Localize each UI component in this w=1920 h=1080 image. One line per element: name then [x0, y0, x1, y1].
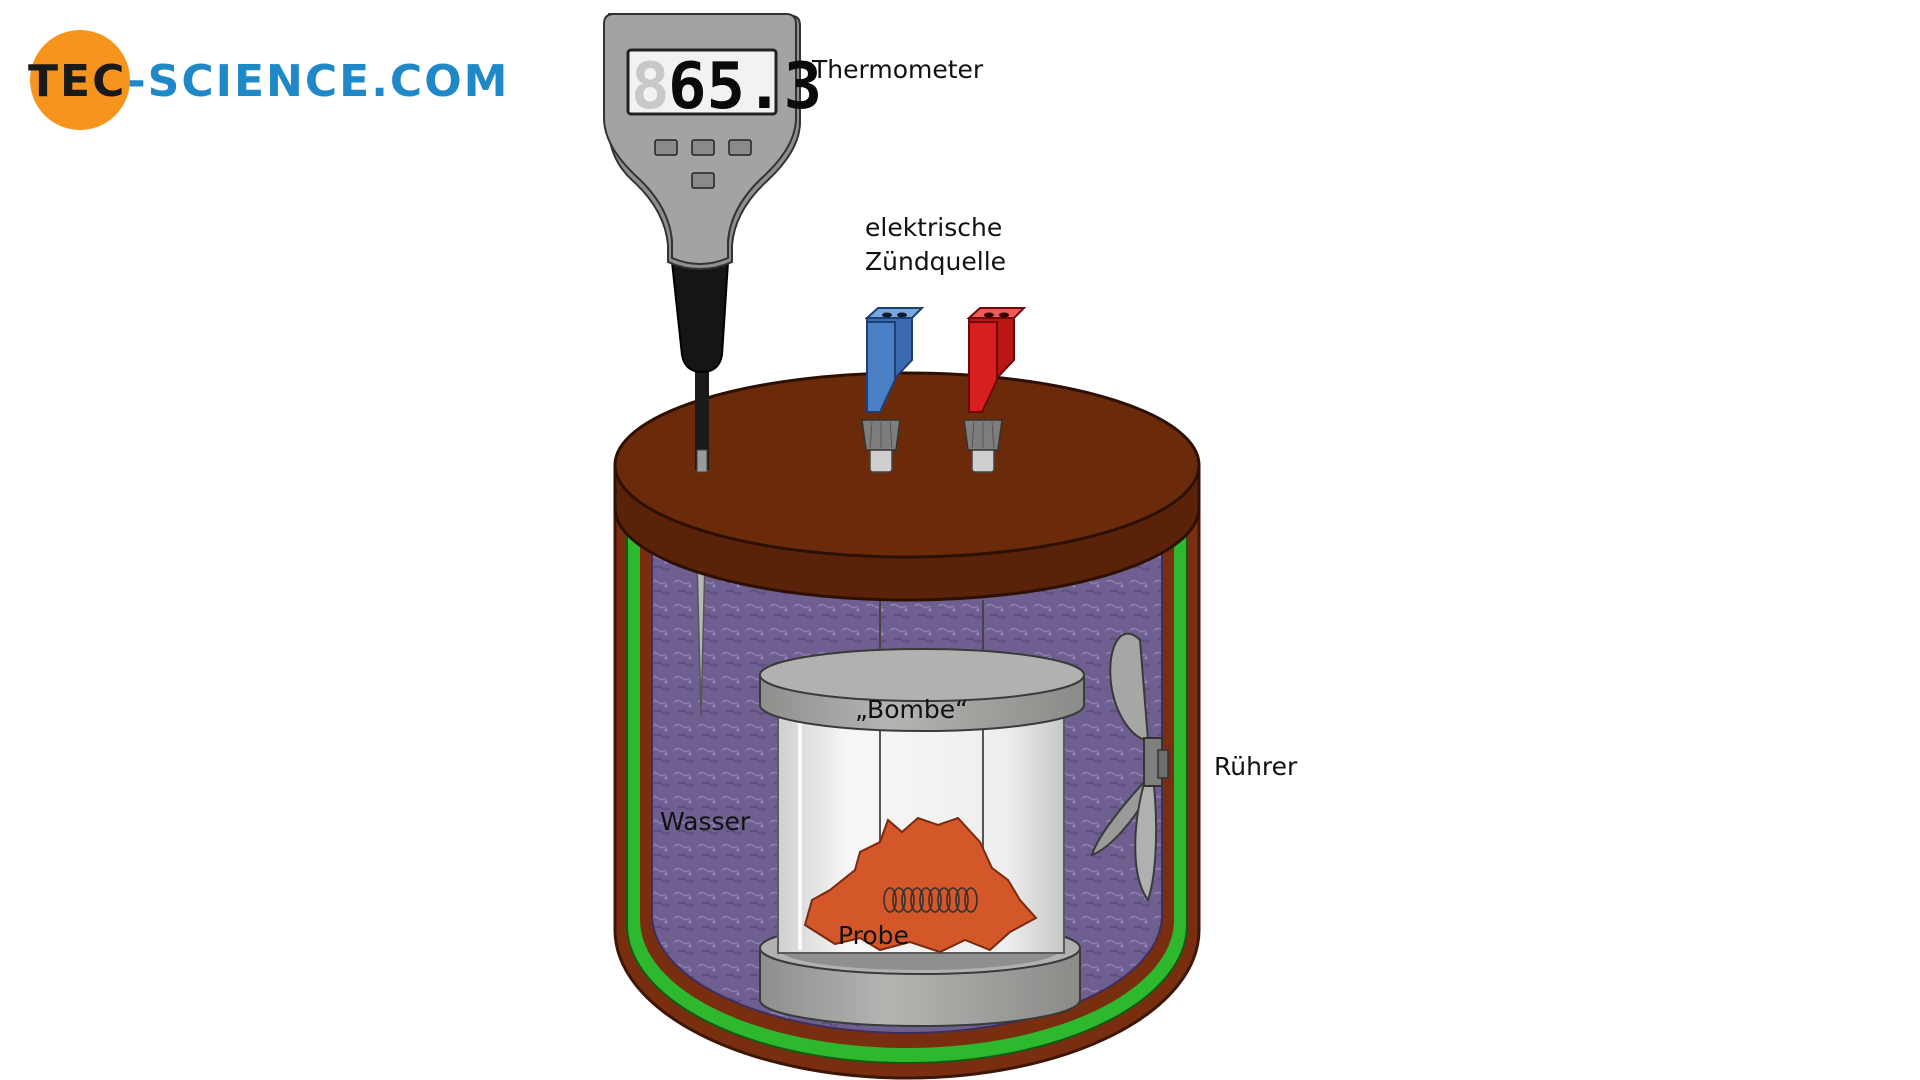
blue-connector — [861, 307, 925, 473]
label-bomb: „Bombe“ — [855, 695, 968, 724]
red-connector — [963, 307, 1027, 473]
thermometer-display — [626, 48, 778, 116]
label-water: Wasser — [660, 807, 751, 836]
bomb — [759, 600, 1085, 1027]
sample — [803, 816, 1038, 954]
thermometer: 8 65.3 — [603, 13, 822, 473]
logo-circle — [30, 30, 130, 130]
label-stirrer: Rührer — [1214, 752, 1298, 781]
thermometer-button-bottom[interactable] — [691, 172, 715, 189]
stirrer — [1090, 632, 1169, 903]
display-ghost-digit: 8 — [631, 50, 670, 124]
logo: TEC-SCIENCE.COM — [28, 30, 509, 130]
temperature-readout: 65.3 — [668, 50, 822, 124]
label-thermometer: Thermometer — [811, 55, 984, 84]
label-ignition-line1: elektrische — [865, 213, 1002, 242]
label-sample: Probe — [838, 921, 909, 950]
thermometer-button-left[interactable] — [654, 139, 678, 156]
thermometer-button-right[interactable] — [728, 139, 752, 156]
label-ignition-line2: Zündquelle — [865, 247, 1006, 276]
lid — [613, 371, 1201, 602]
thermometer-button-middle[interactable] — [691, 139, 715, 156]
ignition-coil — [883, 887, 978, 913]
logo-text: TEC-SCIENCE.COM — [28, 56, 509, 107]
